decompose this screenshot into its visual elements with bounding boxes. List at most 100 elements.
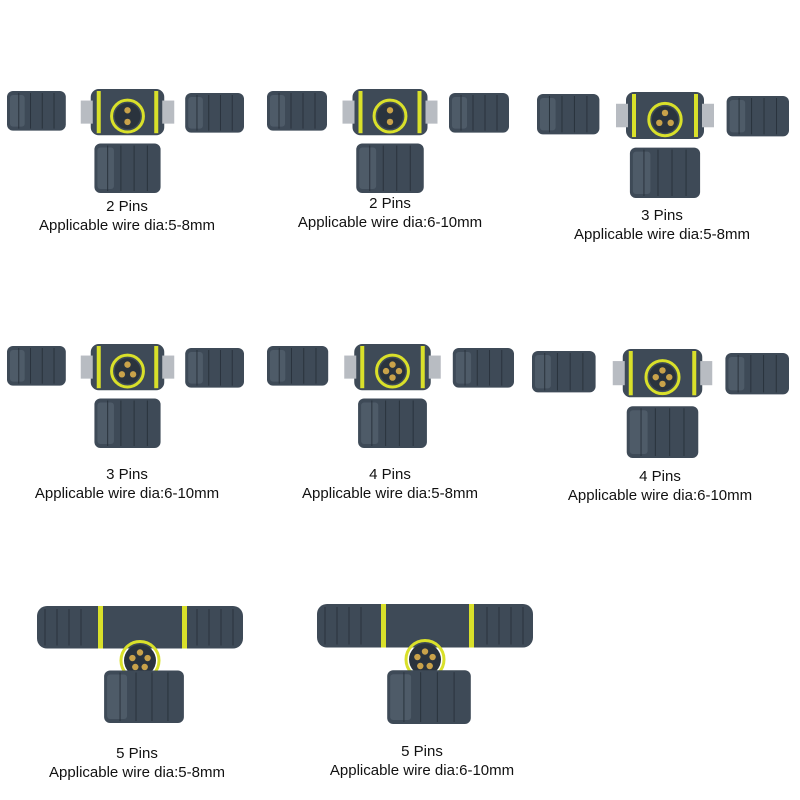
screw-terminal bbox=[342, 100, 355, 124]
contact-pin bbox=[666, 373, 673, 381]
bottom-nut bbox=[387, 670, 471, 724]
screw-terminal bbox=[80, 355, 93, 379]
connector-photo-4pin-6-10 bbox=[530, 345, 795, 460]
pin-face bbox=[114, 103, 141, 130]
contact-pin bbox=[136, 649, 144, 656]
contact-pin bbox=[426, 662, 433, 670]
wire-label: Applicable wire dia:6-10mm bbox=[34, 485, 220, 502]
contact-pin bbox=[429, 653, 436, 661]
caption-5pin-5-8: 5 Pins Applicable wire dia:5-8mm bbox=[49, 744, 225, 782]
contact-pin bbox=[129, 371, 137, 378]
contact-pin bbox=[118, 371, 126, 378]
left-nut bbox=[267, 91, 327, 131]
screw-terminal bbox=[344, 355, 357, 379]
wire-label: Applicable wire dia:6-10mm bbox=[567, 487, 753, 504]
left-nut bbox=[537, 94, 600, 135]
caption-4pin-5-8: 4 Pins Applicable wire dia:5-8mm bbox=[302, 465, 478, 503]
left-nut bbox=[532, 351, 596, 393]
screw-terminal bbox=[162, 100, 175, 124]
bottom-nut bbox=[94, 143, 161, 193]
contact-pin bbox=[656, 119, 663, 127]
screw-terminal bbox=[700, 361, 713, 386]
caption-4pin-6-10: 4 Pins Applicable wire dia:6-10mm bbox=[568, 467, 752, 505]
connector-photo-5pin-5-8 bbox=[35, 600, 245, 725]
wire-label: Applicable wire dia:6-10mm bbox=[329, 762, 515, 779]
pin-face bbox=[114, 358, 141, 385]
connector-photo-5pin-6-10 bbox=[315, 598, 535, 726]
contact-pin bbox=[417, 662, 424, 670]
caption-2pin-6-10: 2 Pins Applicable wire dia:6-10mm bbox=[298, 194, 482, 232]
right-nut bbox=[449, 93, 509, 133]
bottom-nut bbox=[356, 143, 424, 193]
wire-label: Applicable wire dia:6-10mm bbox=[297, 214, 483, 231]
connector-photo-2pin-5-8 bbox=[5, 85, 250, 195]
screw-terminal bbox=[162, 355, 175, 379]
contact-pin bbox=[389, 361, 396, 368]
screw-terminal bbox=[616, 103, 628, 128]
contact-pin bbox=[124, 107, 131, 114]
contact-pin bbox=[386, 107, 394, 114]
right-nut bbox=[725, 353, 789, 395]
screw-terminal bbox=[80, 100, 93, 124]
bottom-nut bbox=[94, 398, 161, 448]
wire-label: Applicable wire dia:5-8mm bbox=[574, 226, 750, 243]
pin-face bbox=[409, 643, 441, 676]
contact-pin bbox=[144, 654, 151, 662]
pin-face bbox=[377, 103, 403, 130]
pins-label: 4 Pins bbox=[639, 468, 681, 485]
right-nut bbox=[452, 348, 514, 388]
caption-3pin-5-8: 3 Pins Applicable wire dia:5-8mm bbox=[574, 206, 750, 244]
contact-pin bbox=[389, 374, 396, 381]
contact-pin bbox=[667, 119, 674, 127]
caption-5pin-6-10: 5 Pins Applicable wire dia:6-10mm bbox=[330, 742, 514, 780]
right-nut bbox=[185, 93, 244, 133]
pin-face bbox=[379, 358, 406, 385]
bottom-nut bbox=[104, 670, 184, 723]
wire-label: Applicable wire dia:5-8mm bbox=[302, 485, 478, 502]
connector-photo-4pin-5-8 bbox=[265, 340, 520, 450]
screw-terminal bbox=[428, 355, 441, 379]
contact-pin bbox=[386, 118, 394, 126]
connector-photo-2pin-6-10 bbox=[265, 85, 515, 195]
bottom-nut bbox=[358, 398, 427, 448]
caption-3pin-6-10: 3 Pins Applicable wire dia:6-10mm bbox=[35, 465, 219, 503]
contact-pin bbox=[659, 380, 666, 388]
tee-body bbox=[37, 606, 243, 649]
pins-label: 2 Pins bbox=[369, 195, 411, 212]
pin-face bbox=[651, 106, 679, 133]
wire-label: Applicable wire dia:5-8mm bbox=[49, 764, 225, 781]
left-nut bbox=[267, 346, 329, 386]
contact-pin bbox=[414, 653, 421, 661]
left-nut bbox=[7, 91, 66, 131]
contact-pin bbox=[129, 654, 136, 662]
contact-pin bbox=[661, 109, 669, 117]
contact-pin bbox=[395, 367, 403, 375]
contact-pin bbox=[382, 367, 390, 375]
contact-pin bbox=[659, 367, 666, 374]
right-nut bbox=[726, 96, 789, 137]
tee-body bbox=[317, 604, 533, 648]
screw-terminal bbox=[702, 103, 714, 128]
screw-terminal bbox=[425, 100, 438, 124]
right-nut bbox=[185, 348, 244, 388]
connector-photo-3pin-6-10 bbox=[5, 340, 250, 450]
contact-pin bbox=[132, 663, 139, 671]
screw-terminal bbox=[612, 361, 625, 386]
pins-label: 3 Pins bbox=[641, 207, 683, 224]
contact-pin bbox=[652, 373, 659, 381]
bottom-nut bbox=[629, 147, 701, 198]
wire-label: Applicable wire dia:5-8mm bbox=[39, 217, 215, 234]
pin-face bbox=[124, 644, 156, 677]
pins-label: 5 Pins bbox=[401, 743, 443, 760]
contact-pin bbox=[141, 663, 148, 671]
pins-label: 3 Pins bbox=[106, 466, 148, 483]
pins-label: 4 Pins bbox=[369, 466, 411, 483]
left-nut bbox=[7, 346, 66, 386]
contact-pin bbox=[421, 648, 429, 655]
pins-label: 2 Pins bbox=[106, 198, 148, 215]
pin-face bbox=[648, 363, 677, 391]
contact-pin bbox=[124, 361, 131, 368]
caption-2pin-5-8: 2 Pins Applicable wire dia:5-8mm bbox=[39, 197, 215, 235]
pins-label: 5 Pins bbox=[116, 745, 158, 762]
connector-photo-3pin-5-8 bbox=[535, 88, 795, 200]
